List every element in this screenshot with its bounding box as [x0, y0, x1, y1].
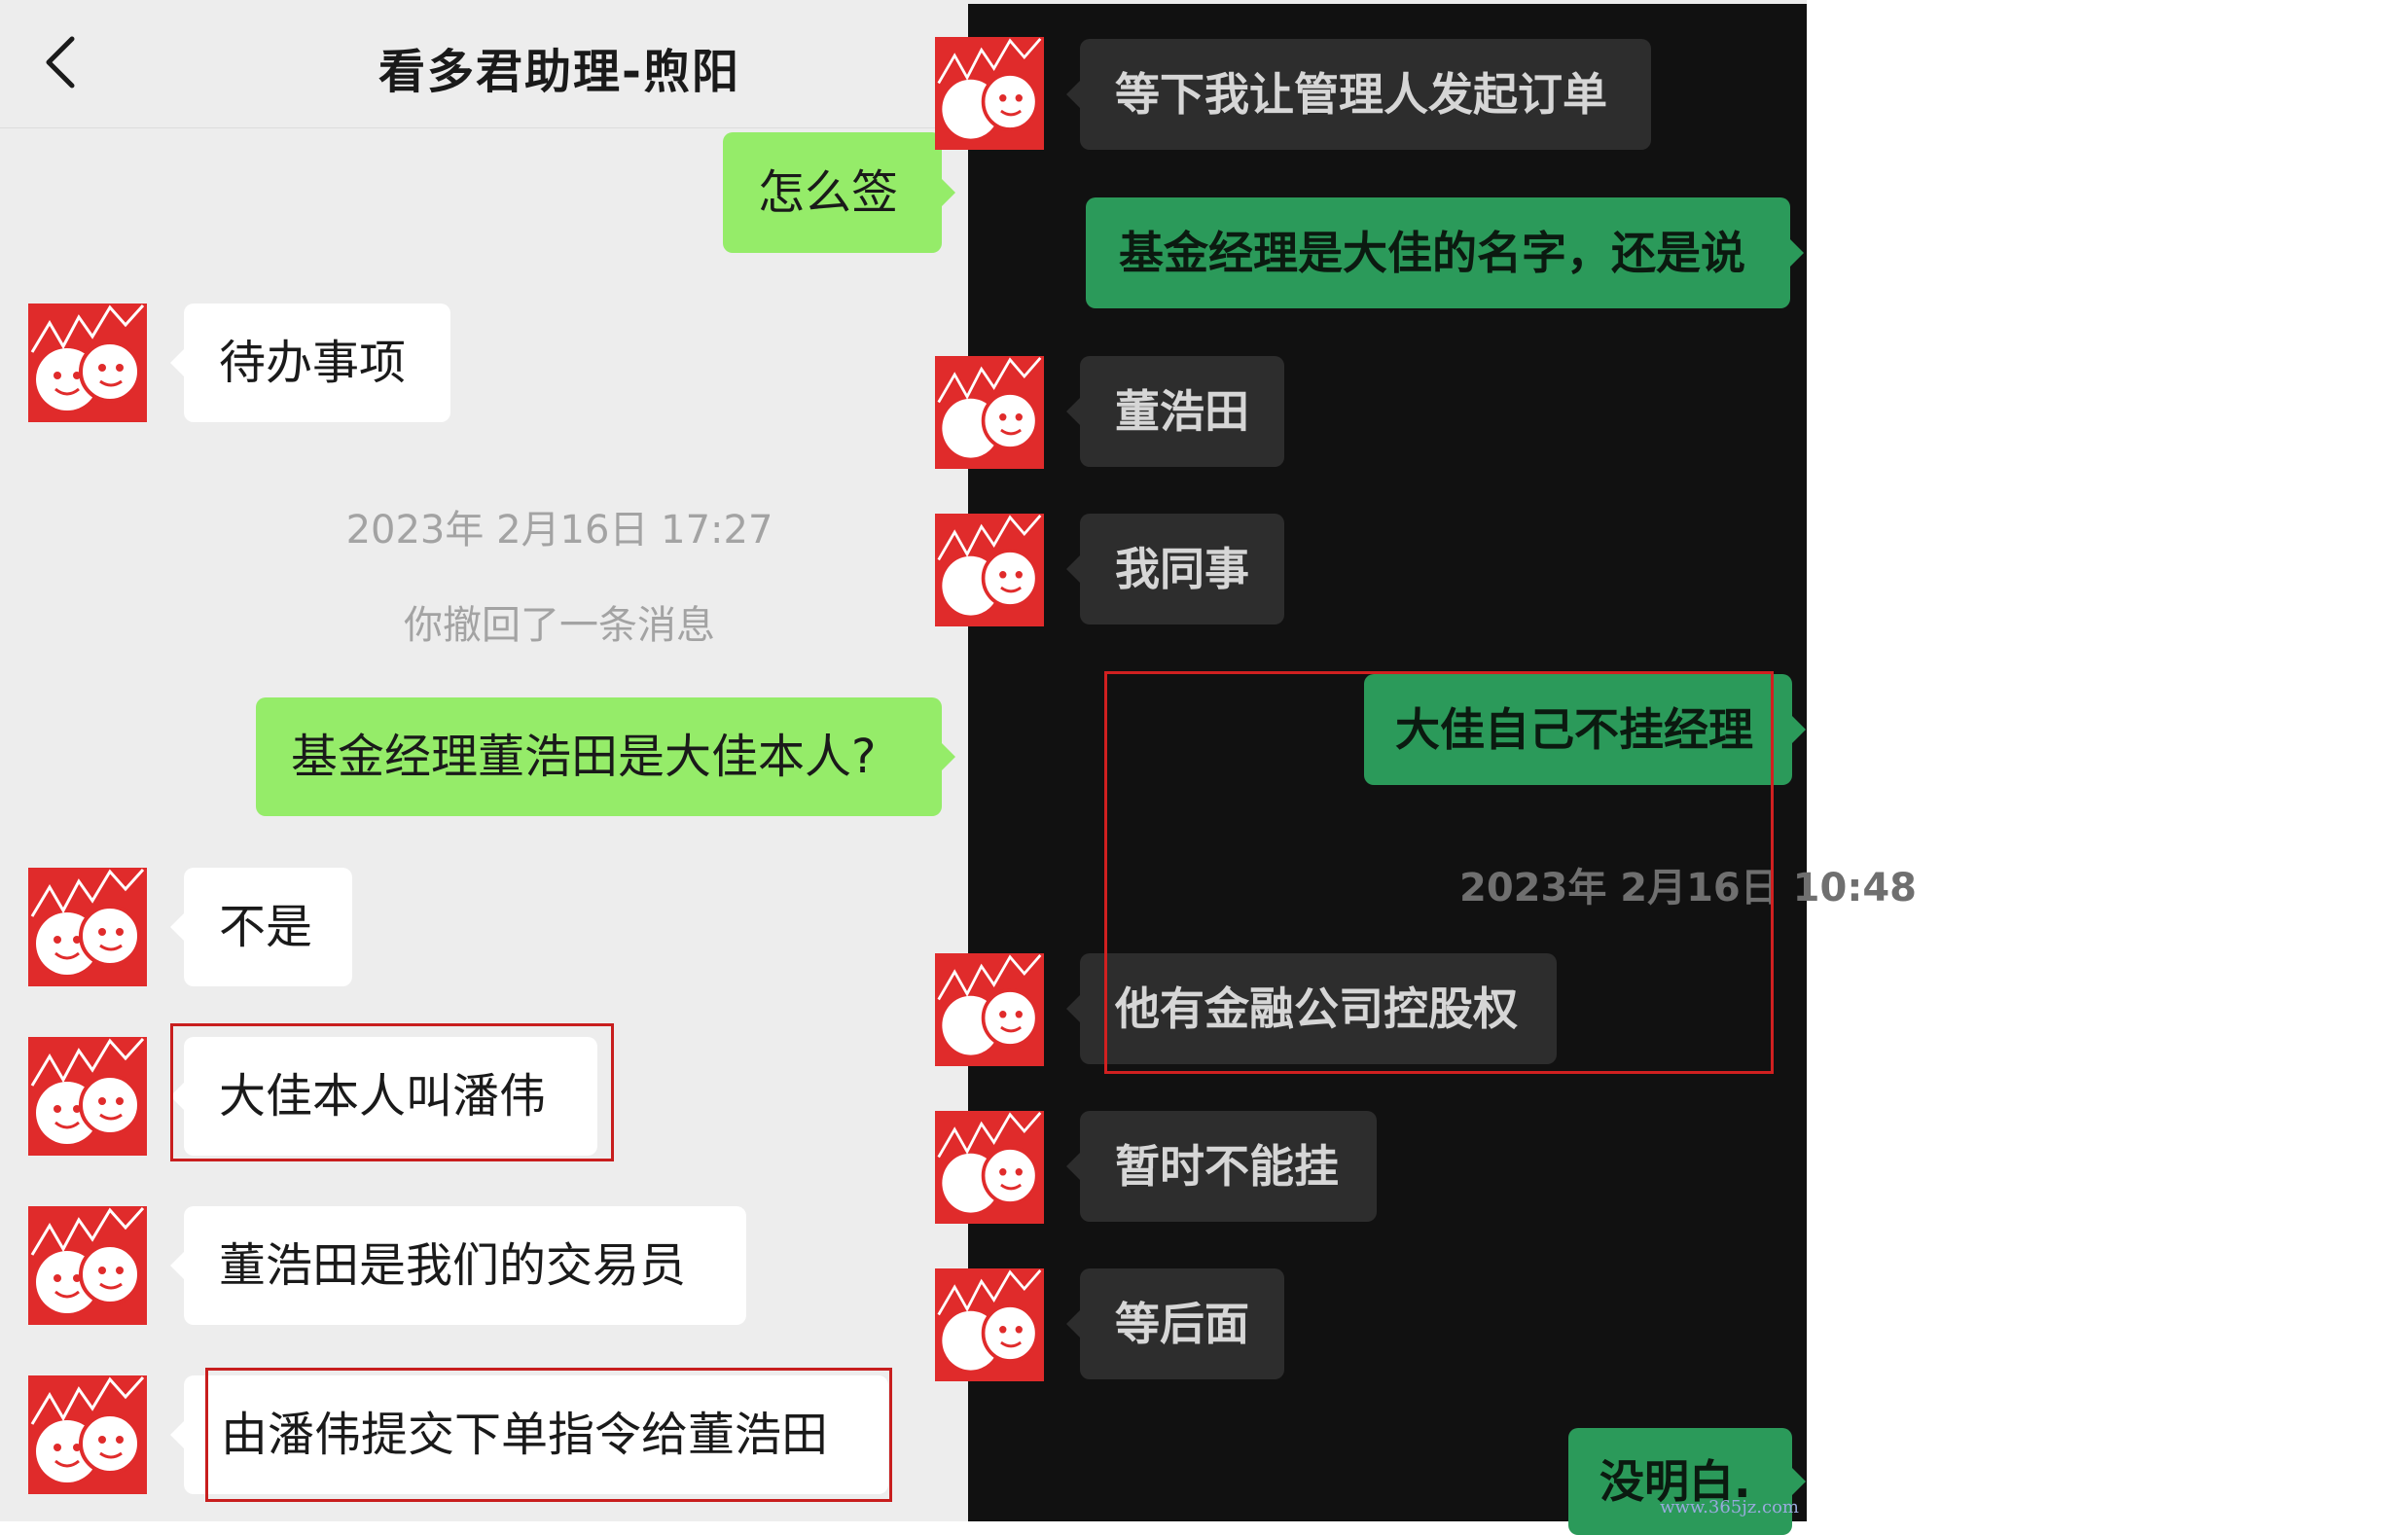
- chat-faces-logo-icon: [935, 1111, 1044, 1224]
- message-bubble-received[interactable]: 他有金融公司控股权: [1066, 953, 1557, 1064]
- contact-avatar[interactable]: [935, 953, 1044, 1066]
- message-bubble-sent[interactable]: 怎么签: [723, 132, 955, 253]
- chat-faces-logo-icon: [28, 303, 147, 422]
- chat-faces-logo-icon: [935, 1268, 1044, 1381]
- chat-title: 看多君助理-煦阳: [378, 45, 740, 99]
- contact-avatar[interactable]: [935, 37, 1044, 150]
- message-bubble-received[interactable]: 由潘伟提交下单指令给董浩田: [170, 1375, 888, 1494]
- contact-avatar[interactable]: [28, 1375, 147, 1494]
- message-bubble-received[interactable]: 我同事: [1066, 514, 1284, 625]
- chat-faces-logo-icon: [935, 953, 1044, 1066]
- chat-faces-logo-icon: [28, 1375, 147, 1494]
- chat-faces-logo-icon: [935, 514, 1044, 626]
- message-bubble-sent[interactable]: 基金经理是大佳的名字，还是说: [1086, 197, 1804, 308]
- message-bubble-received[interactable]: 董浩田是我们的交易员: [170, 1206, 746, 1325]
- recall-notice[interactable]: 你撤回了一条消息: [404, 603, 715, 648]
- chat-faces-logo-icon: [935, 356, 1044, 469]
- watermark: www.365jz.com: [1660, 1497, 1799, 1517]
- chat-screen-right: 等下我让管理人发起订单 基金经理是大佳的名字，还是说 董浩田 我同事 大佳自己不: [935, 0, 1917, 1535]
- chevron-left-icon: [46, 36, 75, 89]
- message-bubble-received[interactable]: 董浩田: [1066, 356, 1284, 467]
- contact-avatar[interactable]: [28, 1206, 147, 1325]
- message-bubble-received[interactable]: 不是: [170, 868, 352, 986]
- contact-avatar[interactable]: [935, 356, 1044, 469]
- contact-avatar[interactable]: [28, 303, 147, 422]
- contact-avatar[interactable]: [28, 868, 147, 986]
- message-bubble-received[interactable]: 等下我让管理人发起订单: [1066, 39, 1651, 150]
- timestamp: 2023年 2月16日 17:27: [345, 508, 773, 553]
- chat-faces-logo-icon: [28, 1206, 147, 1325]
- chat-screen-left: 看多君助理-煦阳 怎么签 待办事项 2023年 2月16日 17:27 你撤回了…: [0, 0, 968, 1521]
- message-bubble-sent[interactable]: 基金经理董浩田是大佳本人?: [256, 697, 955, 816]
- chat-faces-logo-icon: [28, 868, 147, 986]
- contact-avatar[interactable]: [28, 1037, 147, 1156]
- chat-header: 看多君助理-煦阳: [0, 0, 968, 128]
- contact-avatar[interactable]: [935, 514, 1044, 626]
- chat-faces-logo-icon: [935, 37, 1044, 150]
- timestamp: 2023年 2月16日 10:48: [1459, 866, 1917, 910]
- message-bubble-received[interactable]: 等后面: [1066, 1268, 1284, 1379]
- message-bubble-received[interactable]: 暂时不能挂: [1066, 1111, 1377, 1222]
- message-bubble-sent[interactable]: 大佳自己不挂经理: [1364, 674, 1806, 785]
- message-bubble-sent[interactable]: 没明白.: [1568, 1428, 1806, 1535]
- contact-avatar[interactable]: [935, 1268, 1044, 1381]
- message-bubble-received[interactable]: 大佳本人叫潘伟: [170, 1037, 597, 1156]
- message-bubble-received[interactable]: 待办事项: [170, 303, 450, 422]
- chat-faces-logo-icon: [28, 1037, 147, 1156]
- contact-avatar[interactable]: [935, 1111, 1044, 1224]
- back-button[interactable]: [39, 33, 82, 91]
- screen-edge: [968, 0, 1807, 4]
